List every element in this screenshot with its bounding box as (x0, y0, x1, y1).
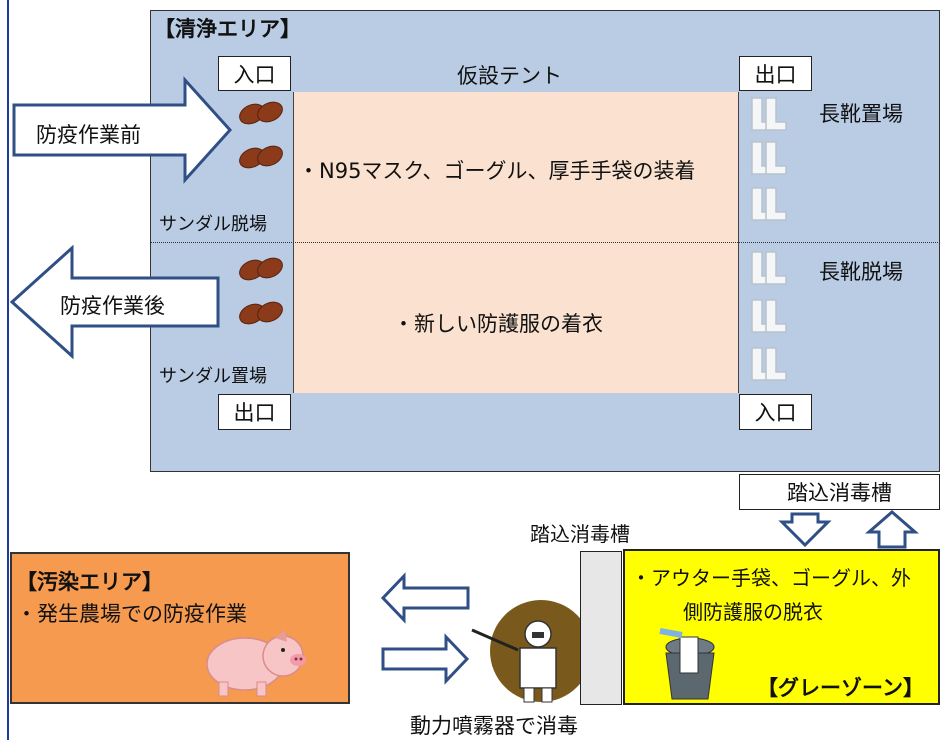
equip-text: ・N95マスク、ゴーグル、厚手手袋の装着 (298, 159, 696, 183)
entrance-bottom-right-box: 入口 (739, 394, 812, 430)
right-small-arrow (381, 633, 470, 685)
sandal-place-label: サンダル置場 (159, 366, 267, 387)
after-work-arrow (9, 244, 220, 360)
sandal-remove-label: サンダル脱場 (159, 214, 267, 235)
boots-icon (751, 97, 787, 381)
contaminated-title: 【汚染エリア】 (16, 570, 163, 594)
left-small-arrow (380, 572, 470, 624)
left-margin-line (7, 0, 9, 740)
footbath-right-box: 踏込消毒槽 (739, 474, 940, 510)
tent-label: 仮設テント (457, 64, 562, 88)
grey-zone-text-line1: ・アウター手袋、ゴーグル、外 (631, 566, 911, 590)
exit-bottom-left-box: 出口 (218, 394, 291, 430)
boots-remove-label: 長靴脱場 (819, 260, 903, 284)
entrance-top-box: 入口 (218, 56, 291, 91)
footbath-post (580, 551, 622, 705)
exit-top-right-box: 出口 (739, 56, 812, 91)
contaminated-area (10, 552, 350, 704)
clean-area-title: 【清浄エリア】 (154, 17, 301, 41)
before-work-arrow (12, 76, 233, 184)
sprayer-worker-icon (471, 620, 557, 703)
new-suit-text: ・新しい防護服の着衣 (393, 312, 603, 336)
down-arrow (778, 512, 832, 548)
up-arrow (864, 510, 920, 549)
sandals-icon (239, 101, 283, 325)
tent-divider (150, 242, 940, 243)
trash-can-icon (659, 628, 715, 700)
pig-icon (206, 630, 306, 697)
sprayer-caption: 動力噴霧器で消毒 (410, 714, 578, 738)
contaminated-activity: ・発生農場での防疫作業 (16, 602, 247, 626)
grey-zone-text-line2: 側防護服の脱衣 (683, 600, 823, 624)
footbath-center-label: 踏込消毒槽 (530, 522, 630, 546)
before-work-label: 防疫作業前 (36, 123, 141, 147)
grey-zone-title: 【グレーゾーン】 (757, 676, 924, 700)
after-work-label: 防疫作業後 (60, 294, 165, 318)
boots-place-label: 長靴置場 (819, 102, 903, 126)
